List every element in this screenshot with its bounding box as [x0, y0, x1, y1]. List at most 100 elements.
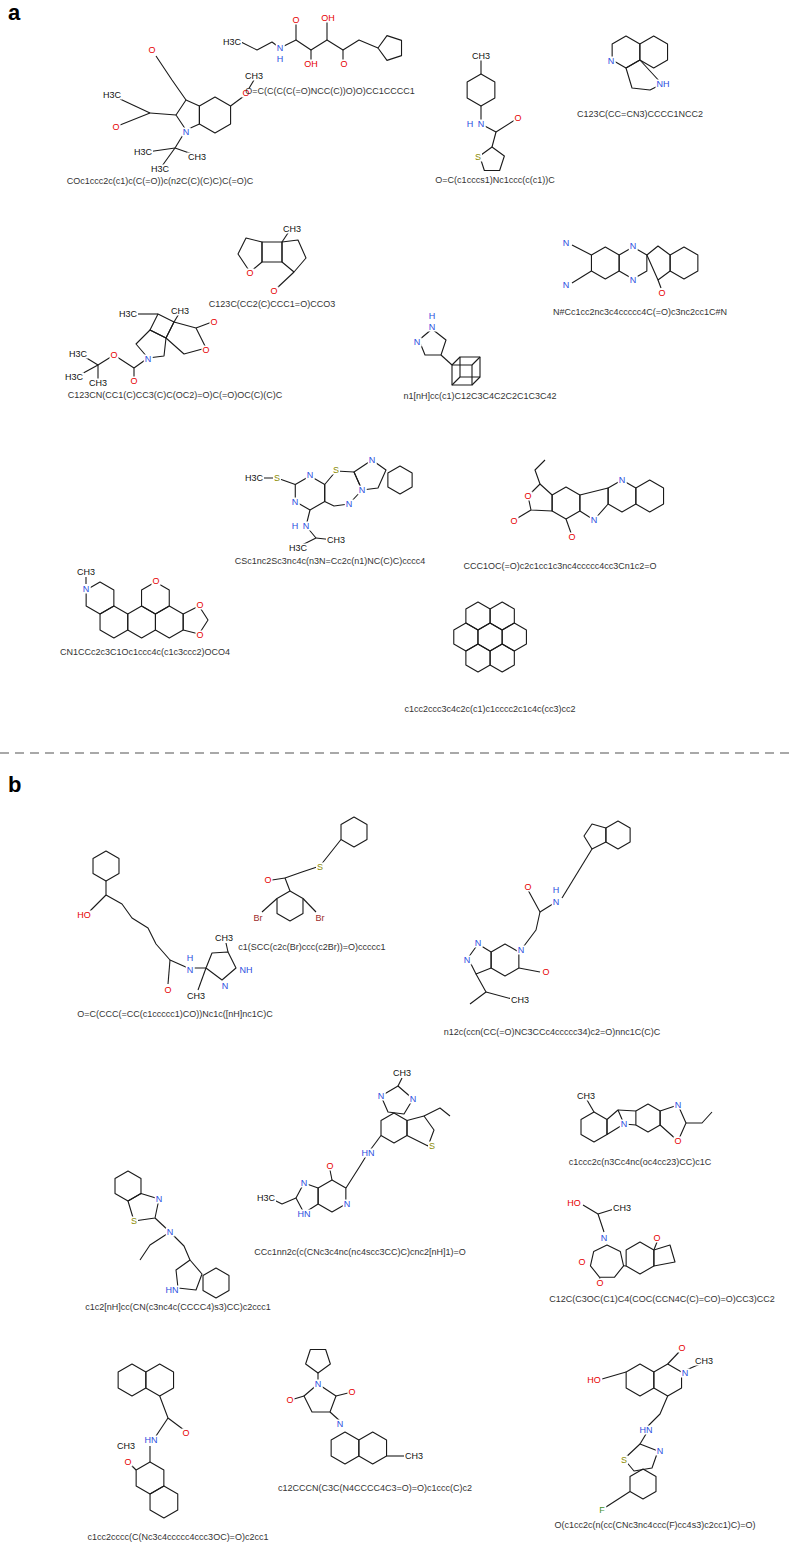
atom-label: O — [201, 346, 210, 355]
bond-line — [590, 1245, 623, 1277]
smiles-caption: O=C(C(C(C(=O)NCC(C))O)O)CC1CCCC1 — [245, 87, 415, 96]
bond-line — [619, 247, 647, 279]
bond-line — [608, 480, 636, 512]
bond-line — [330, 1170, 332, 1180]
bond-line — [149, 1446, 150, 1462]
bond-line — [100, 606, 128, 638]
bond-line — [640, 1434, 646, 1444]
atom-label: O — [523, 883, 532, 892]
atom-label: O — [577, 1258, 586, 1267]
atom-label: O — [245, 269, 254, 278]
atom-label: O — [509, 517, 518, 526]
atom-label: H — [186, 954, 195, 963]
bond-line — [346, 1153, 368, 1188]
bond-line — [296, 1183, 318, 1213]
bond-line — [572, 245, 591, 255]
bond-line — [626, 1364, 654, 1396]
smiles-caption: C12C(C3OC(C1)C4(COC(CCN4C(C)=CO)=O)CC3)C… — [549, 1295, 775, 1304]
atom-label: H3C — [222, 38, 242, 47]
bond-line — [303, 899, 316, 913]
smiles-caption: c1c2[nH]cc(CN(c3nc4c(CCCC4)s3)CC)c2ccc1 — [85, 1303, 271, 1312]
smiles-caption: N#Cc1cc2nc3c4ccccc4C(=O)c3nc2cc1C#N — [553, 308, 727, 317]
bond-line — [203, 1268, 229, 1298]
atom-label: N — [409, 1095, 418, 1104]
atom-label: N — [306, 471, 315, 480]
bond-line — [381, 1113, 407, 1143]
bond-line — [587, 1100, 594, 1112]
atom-label: S — [620, 1456, 628, 1465]
bond-line — [176, 100, 199, 130]
bond-line — [378, 36, 402, 61]
atom-label: O — [209, 318, 218, 327]
atom-label: H3C — [244, 474, 264, 483]
atom-label: CH3 — [214, 934, 234, 943]
atom-label: N — [477, 120, 486, 129]
atom-label: HN — [361, 1149, 376, 1158]
atom-label: H — [428, 312, 437, 321]
smiles-caption: O(c1cc2c(n(cc(CNc3nc4ccc(F)cc4s3)c2cc1)C… — [555, 1521, 756, 1530]
atom-label: H3C — [118, 310, 138, 319]
bond-line — [486, 992, 512, 999]
bond-line — [280, 40, 378, 50]
atom-label: N — [182, 128, 191, 137]
bond-line — [481, 106, 518, 132]
bond-line — [136, 1462, 164, 1494]
atom-label: O — [567, 533, 576, 542]
atom-label: N — [618, 476, 627, 485]
bond-line — [636, 480, 664, 512]
panel-letter: a — [8, 2, 20, 24]
bond-line — [326, 20, 327, 40]
atom-label: N — [302, 522, 311, 531]
bond-line — [562, 849, 592, 898]
atom-label: O — [523, 492, 532, 501]
smiles-caption: n1[nH]cc(c1)C12C3C4C2C2C1C3C42 — [403, 392, 556, 401]
bond-line — [581, 1112, 607, 1142]
bond-line — [142, 582, 170, 614]
atom-label: N — [155, 1195, 164, 1204]
atom-label: N — [336, 1420, 345, 1429]
bond-line — [294, 1396, 304, 1399]
bond-line — [359, 1432, 387, 1464]
bond-line — [478, 623, 502, 651]
bond-line — [441, 355, 452, 365]
atom-label: HN — [639, 1426, 654, 1435]
bond-line — [492, 132, 496, 147]
atom-label: H3C — [102, 91, 122, 100]
atom-label: O — [652, 1234, 661, 1243]
atom-label: O — [147, 46, 156, 55]
bond-line — [387, 1455, 404, 1456]
atom-label: N — [345, 500, 354, 509]
bond-line — [106, 895, 170, 960]
atom-label: O — [347, 1388, 356, 1397]
bond-line — [336, 1393, 348, 1396]
atom-label: N — [562, 281, 571, 290]
atom-label: N — [343, 1200, 352, 1209]
bond-line — [241, 42, 280, 50]
bond-line — [277, 891, 303, 921]
bond-line — [624, 1444, 658, 1471]
bond-line — [470, 974, 486, 1004]
atom-label: CH3 — [404, 1452, 424, 1461]
atom-label: N — [82, 585, 91, 594]
bond-line — [640, 36, 668, 68]
bond-line — [306, 1349, 331, 1373]
smiles-caption: c1ccc2c(n3Cc4nc(oc4cc23)CC)c1C — [569, 1158, 712, 1167]
atom-label: N — [474, 939, 483, 948]
atom-label: S — [273, 474, 281, 483]
bond-line — [491, 944, 519, 976]
smiles-caption: CSc1nc2Sc3nc4c(n3N=Cc2c(n1)NC(C)C)cccc4 — [235, 557, 425, 566]
bond-line — [150, 113, 176, 115]
bond-line — [155, 606, 183, 638]
smiles-caption: CCc1nn2c(c(CNc3c4nc(nc4scc3CC)C)cnc2[nH]… — [254, 1248, 465, 1257]
bond-line — [636, 1104, 660, 1132]
bond-line — [198, 968, 206, 990]
bond-line — [85, 577, 86, 584]
bond-line — [467, 74, 495, 106]
bond-line — [472, 357, 480, 365]
atom-label: Br — [315, 914, 326, 923]
atom-label: O — [269, 287, 278, 296]
atom-label: N — [674, 1101, 683, 1110]
atom-label: CH3 — [76, 568, 96, 577]
atom-label: OH — [303, 60, 319, 69]
